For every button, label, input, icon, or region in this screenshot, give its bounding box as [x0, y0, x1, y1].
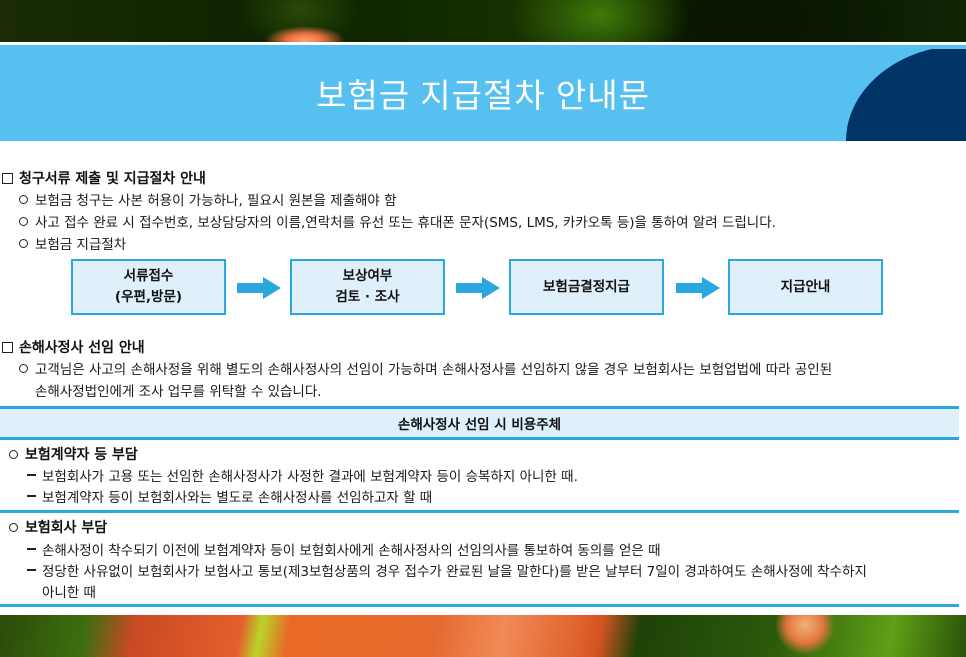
list-item-text: 고객님은 사고의 손해사정을 위해 별도의 손해사정사의 선임이 가능하며 손해… — [35, 362, 833, 378]
cost-table-bottom-border — [0, 604, 959, 607]
circle-bullet-icon — [19, 194, 28, 204]
square-bullet-icon — [2, 341, 13, 353]
list-item: 사고 접수 완료 시 접수번호, 보상담당자의 이름,연락처를 유선 또는 휴대… — [19, 211, 776, 231]
cost-item: 손해사정이 착수되기 이전에 보험계약자 등이 보험회사에게 손해사정사의 선임… — [27, 539, 661, 559]
flow-step-review: 보상여부 검토 · 조사 — [290, 259, 445, 315]
list-item-text: 보험금 청구는 사본 허용이 가능하나, 필요시 원본을 제출해야 함 — [35, 193, 397, 209]
cost-item: 보험회사가 고용 또는 선임한 손해사정사가 사정한 결과에 보험계약자 등이 … — [27, 465, 578, 485]
square-bullet-icon — [2, 172, 13, 184]
cost-item: 보험계약자 등이 보험회사와는 별도로 손해사정사를 선임하고자 할 때 — [27, 486, 432, 506]
background-photo-top — [0, 0, 966, 42]
document-body: 청구서류 제출 및 지급절차 안내 보험금 청구는 사본 허용이 가능하나, 필… — [0, 141, 966, 615]
circle-bullet-icon — [19, 238, 28, 248]
page-title: 보험금 지급절차 안내문 — [316, 77, 650, 114]
dash-bullet-icon — [27, 548, 36, 550]
flow-step-payment-notice: 지급안내 — [728, 259, 883, 315]
circle-bullet-icon — [9, 522, 18, 532]
cost-item-text: 정당한 사유없이 보험회사가 보험사고 통보(제3보험상품의 경우 접수가 완료… — [42, 564, 867, 580]
list-item-text: 보험금 지급절차 — [35, 237, 127, 253]
circle-bullet-icon — [19, 363, 28, 373]
flow-step-label: 보상여부 — [342, 268, 393, 284]
flow-step-payment-decision: 보험금결정지급 — [509, 259, 664, 315]
list-item-text: 사고 접수 완료 시 접수번호, 보상담당자의 이름,연락처를 유선 또는 휴대… — [35, 215, 776, 231]
cost-table-divider — [0, 510, 959, 513]
list-item: 고객님은 사고의 손해사정을 위해 별도의 손해사정사의 선임이 가능하며 손해… — [19, 358, 832, 378]
arrow-right-icon — [676, 277, 720, 299]
cost-item: 정당한 사유없이 보험회사가 보험사고 통보(제3보험상품의 경우 접수가 완료… — [27, 560, 867, 580]
arrow-right-icon — [456, 277, 500, 299]
flow-step-label: 보험금결정지급 — [543, 278, 630, 295]
header-banner: 보험금 지급절차 안내문 — [0, 45, 966, 141]
list-item: 보험금 청구는 사본 허용이 가능하나, 필요시 원본을 제출해야 함 — [19, 189, 397, 209]
dash-bullet-icon — [27, 569, 36, 571]
dash-bullet-icon — [27, 495, 36, 497]
cost-group-title-text: 보험계약자 등 부담 — [25, 447, 138, 463]
cost-group-title: 보험회사 부담 — [9, 517, 107, 537]
arrow-right-icon — [237, 277, 281, 299]
flow-step-label: 서류접수 — [123, 268, 174, 284]
list-item-continuation: 손해사정법인에게 조사 업무를 위탁할 수 있습니다. — [35, 384, 322, 400]
flow-step-label: 지급안내 — [780, 278, 831, 295]
cost-group-title: 보험계약자 등 부담 — [9, 444, 138, 464]
cost-table-header: 손해사정사 선임 시 비용주체 — [0, 406, 959, 440]
cost-item-text: 손해사정이 착수되기 이전에 보험계약자 등이 보험회사에게 손해사정사의 선임… — [42, 543, 661, 559]
section-title-adjuster: 손해사정사 선임 안내 — [0, 337, 145, 357]
section-title-text: 청구서류 제출 및 지급절차 안내 — [19, 171, 206, 187]
cost-item-text: 보험계약자 등이 보험회사와는 별도로 손해사정사를 선임하고자 할 때 — [42, 490, 433, 506]
flow-step-sublabel: (우편,방문) — [114, 289, 183, 305]
section-title-text: 손해사정사 선임 안내 — [19, 340, 145, 356]
circle-bullet-icon — [9, 449, 18, 459]
divider — [0, 42, 966, 45]
cost-item-continuation: 아니한 때 — [42, 585, 96, 601]
dash-bullet-icon — [27, 474, 36, 476]
cost-item-text: 보험회사가 고용 또는 선임한 손해사정사가 사정한 결과에 보험계약자 등이 … — [42, 469, 578, 485]
list-item: 보험금 지급절차 — [19, 233, 126, 253]
cost-group-title-text: 보험회사 부담 — [25, 520, 108, 536]
background-photo-bottom — [0, 615, 966, 657]
section-title-claim: 청구서류 제출 및 지급절차 안내 — [0, 168, 206, 188]
flow-step-sublabel: 검토 · 조사 — [335, 289, 400, 305]
circle-bullet-icon — [19, 216, 28, 226]
flow-step-document-receipt: 서류접수 (우편,방문) — [71, 259, 226, 315]
